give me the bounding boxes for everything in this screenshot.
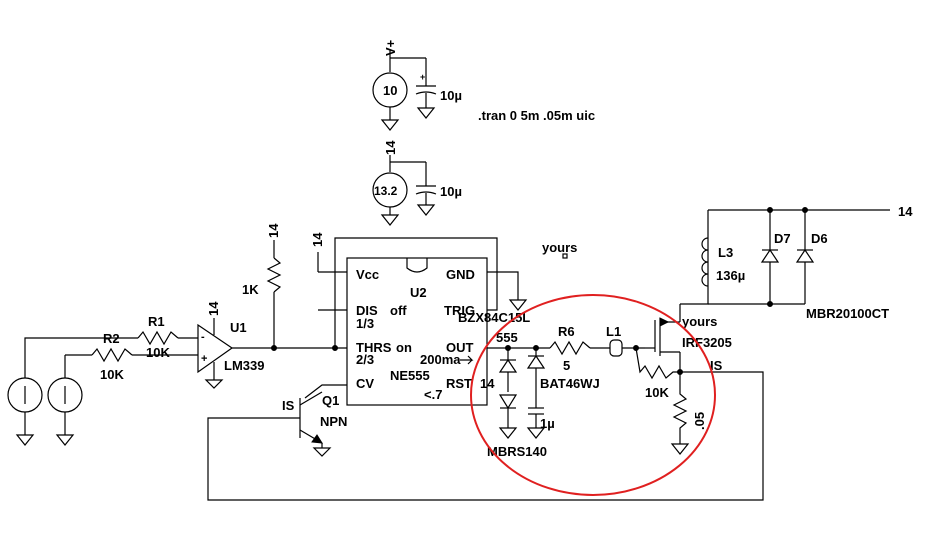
r2-value: 10K	[100, 367, 124, 382]
ne555-label: NE555	[390, 368, 430, 383]
rsense-value: .05	[692, 412, 707, 430]
thrs-on-label: on	[396, 340, 412, 355]
c1u-label: 1µ	[540, 416, 555, 431]
mbrs140-diodes	[498, 348, 518, 439]
l1-label: L1	[606, 324, 621, 339]
pin-cv: CV	[356, 376, 374, 391]
pin-rst: RST	[446, 376, 472, 391]
u1-plus: +	[201, 353, 207, 365]
net14-right-label: 14	[898, 204, 913, 219]
u2-label: U2	[410, 285, 427, 300]
net555-label: 555	[496, 330, 518, 345]
c-supply2-label: 10µ	[440, 184, 462, 199]
cap-plus: +	[420, 72, 425, 82]
net14-rst-label: 14	[480, 376, 495, 391]
supply-v1: V+ 10 10µ +	[372, 39, 462, 131]
rst-threshold: <.7	[424, 387, 442, 402]
r1-value: 10K	[146, 345, 170, 360]
ne555-u2: Vcc GND U2 DIS off TRIG 1/3 THRS on OUT …	[346, 257, 488, 406]
vplus-label: V+	[383, 39, 398, 56]
u1-label: U1	[230, 320, 247, 335]
irf3205-mosfet	[645, 304, 681, 372]
pin-out: OUT	[446, 340, 474, 355]
yours-top-label: yours	[542, 240, 577, 255]
net14-top-label: 14	[383, 140, 398, 155]
d6-label: D6	[811, 231, 828, 246]
pin-vcc: Vcc	[356, 267, 379, 282]
net14-lm-label: 14	[206, 301, 221, 316]
lm339-label: LM339	[224, 358, 264, 373]
pin-trig: TRIG	[444, 303, 475, 318]
bat46-diode	[526, 348, 546, 439]
tran-directive: .tran 0 5m .05m uic	[478, 108, 595, 123]
mbrs140-label: MBRS140	[487, 444, 547, 459]
supply-v2: 14 13.2 10µ	[372, 140, 462, 226]
npn-label: NPN	[320, 414, 347, 429]
r6-value: 5	[563, 358, 570, 373]
is-right-label: IS	[710, 358, 723, 373]
q1-label: Q1	[322, 393, 339, 408]
u1-minus: -	[201, 331, 205, 343]
thrs-threshold: 2/3	[356, 352, 374, 367]
l3-value: 136µ	[716, 268, 745, 283]
dis-off-label: off	[390, 303, 407, 318]
pin-gnd: GND	[446, 267, 475, 282]
highlight-ellipse	[470, 294, 716, 496]
net14-ne-label: 14	[310, 232, 325, 247]
bzx-label: BZX84C15L	[458, 310, 530, 325]
d7-label: D7	[774, 231, 791, 246]
irf3205-label: IRF3205	[682, 335, 732, 350]
r1-label: R1	[148, 314, 165, 329]
r-pullup-value: 1K	[242, 282, 259, 297]
lm339-u1: - + 14 U1 LM339	[197, 301, 264, 389]
out-current-label: 200ma	[420, 352, 461, 367]
bat46-label: BAT46WJ	[540, 376, 600, 391]
dis-threshold: 1/3	[356, 316, 374, 331]
r-gs-value: 10K	[645, 385, 669, 400]
net14-r-top-label: 14	[266, 223, 281, 238]
pin-dis: DIS	[356, 303, 378, 318]
pin-thrs: THRS	[356, 340, 392, 355]
r6-label: R6	[558, 324, 575, 339]
v2-value: 13.2	[374, 184, 398, 198]
c-supply1-label: 10µ	[440, 88, 462, 103]
l3-label: L3	[718, 245, 733, 260]
yours-fet-label: yours	[682, 314, 717, 329]
mbr-label: MBR20100CT	[806, 306, 889, 321]
is-left-label: IS	[282, 398, 295, 413]
v1-value: 10	[383, 83, 397, 98]
